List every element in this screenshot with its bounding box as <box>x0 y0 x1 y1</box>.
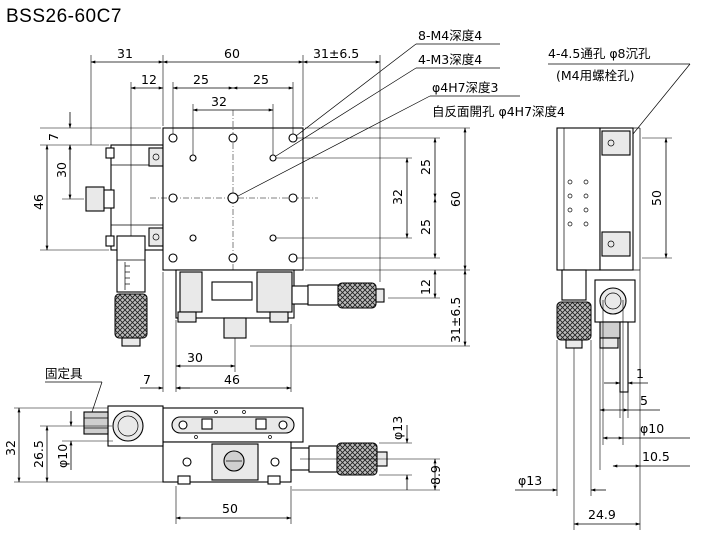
lock-screw <box>85 186 105 212</box>
dim-r32: 32 <box>390 189 405 205</box>
side-dim-phi10: φ10 <box>640 421 664 436</box>
dim-46: 46 <box>31 194 46 210</box>
side-micrometer-sleeve <box>561 269 587 301</box>
side-dim-5: 5 <box>640 393 648 408</box>
front-dim-phi13: φ13 <box>390 416 405 440</box>
front-view-dimensions: 固定具 32 26.5 φ10 φ13 8.9 50 <box>3 366 443 524</box>
dim-32: 32 <box>211 94 227 109</box>
front-dim-26-5: 26.5 <box>31 440 46 468</box>
side-micrometer-knob <box>556 301 592 341</box>
top-view-dimensions: 31 60 31±6.5 12 25 25 32 7 30 46 <box>31 46 470 392</box>
dim-r25b: 25 <box>418 219 433 235</box>
front-dim-32: 32 <box>3 440 18 456</box>
dim-b30: 30 <box>187 350 203 365</box>
hole-callouts: 8-M4深度4 4-M3深度4 φ4H7深度3 自反面開孔 φ4H7深度4 <box>237 28 565 197</box>
side-base-plate <box>556 127 601 271</box>
right-micrometer-sleeve <box>307 284 339 306</box>
bottom-lock-screw <box>223 317 247 339</box>
dim-b46: 46 <box>224 372 240 387</box>
side-view-dimensions: 50 1 5 φ10 10.5 φ13 24.9 <box>515 137 690 530</box>
callout-m4-tap: 8-M4深度4 <box>418 28 482 43</box>
dim-60: 60 <box>224 46 240 61</box>
side-dim-10-5: 10.5 <box>642 449 670 464</box>
callout-through-hole-note: (M4用螺栓孔) <box>556 68 635 83</box>
dim-7: 7 <box>46 133 61 141</box>
side-dim-50: 50 <box>649 190 664 206</box>
side-dim-24-9: 24.9 <box>588 507 616 522</box>
callout-through-hole: 4-4.5通孔 φ8沉孔 <box>548 46 651 61</box>
m4-tapped-holes <box>168 133 298 263</box>
center-pin-hole <box>227 192 239 204</box>
callout-m3-tap: 4-M3深度4 <box>418 52 482 67</box>
dim-30: 30 <box>54 162 69 178</box>
front-dim-8-9: 8.9 <box>428 465 443 485</box>
callout-back-hole: 自反面開孔 φ4H7深度4 <box>432 104 565 119</box>
dim-25a: 25 <box>193 72 209 87</box>
front-dim-50: 50 <box>222 501 238 516</box>
dim-r12: 12 <box>418 279 433 295</box>
right-micrometer-knob <box>337 282 377 309</box>
left-micrometer-sleeve <box>116 235 146 293</box>
callout-pin-hole: φ4H7深度3 <box>432 80 499 95</box>
model-number-title: BSS26-60C7 <box>6 6 122 27</box>
front-view <box>83 405 388 485</box>
dim-r31-pm: 31±6.5 <box>448 297 463 343</box>
dim-b7: 7 <box>143 372 151 387</box>
dim-r25a: 25 <box>418 159 433 175</box>
front-dim-phi10: φ10 <box>55 444 70 468</box>
dim-31-pm: 31±6.5 <box>313 46 359 61</box>
top-view <box>85 110 385 347</box>
side-dim-phi13: φ13 <box>518 473 542 488</box>
fixing-screw <box>83 411 109 435</box>
dim-12: 12 <box>141 72 157 87</box>
dim-31: 31 <box>117 46 133 61</box>
left-micrometer-knob <box>114 293 148 339</box>
side-view: 4-4.5通孔 φ8沉孔 (M4用螺栓孔) <box>548 46 691 393</box>
dim-25b: 25 <box>253 72 269 87</box>
dim-r60: 60 <box>448 191 463 207</box>
callout-fixing-part: 固定具 <box>45 366 83 381</box>
